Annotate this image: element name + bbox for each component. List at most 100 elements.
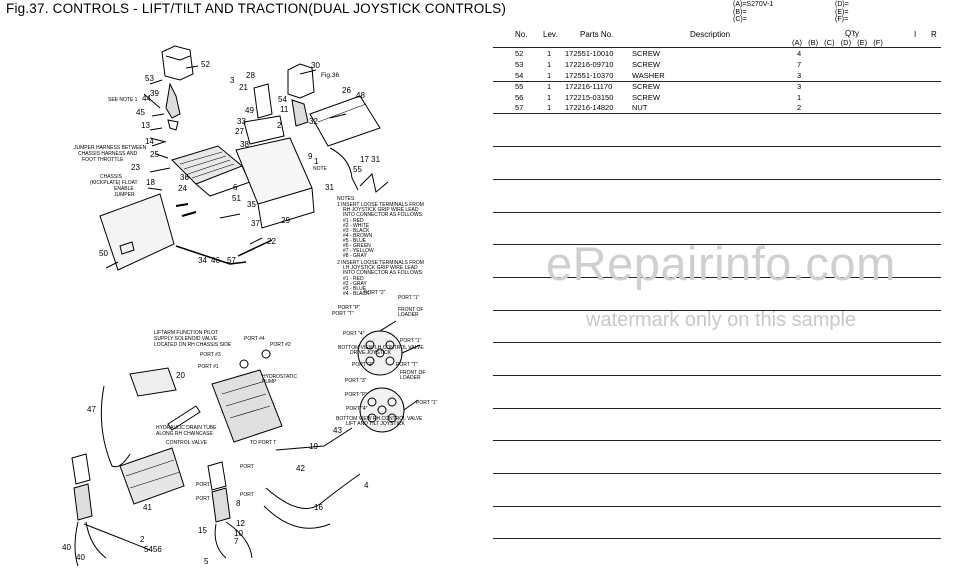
callout: 51: [232, 194, 241, 203]
row-lev: 1: [547, 49, 552, 58]
row-no: 52: [515, 49, 524, 58]
watermark-subtext: watermark only on this sample: [586, 309, 857, 331]
callout: 23: [131, 163, 140, 172]
col-header-r: R: [931, 30, 937, 39]
lh-port-label: PORT "2": [364, 290, 386, 296]
label-control-valve: CONTROL VALVE: [166, 440, 208, 446]
label-front-loader-2: LOADER: [398, 312, 419, 318]
row-description: SCREW: [632, 49, 660, 58]
note-line: RH JOYSTICK GRIP WIRE LEAD: [343, 207, 419, 213]
table-rule: [493, 179, 941, 180]
callout: 9: [308, 152, 313, 161]
callout: 20: [176, 371, 185, 380]
callout: 28: [246, 71, 255, 80]
note-line: 2 INSERT LOOSE TERMINALS FROM: [337, 260, 424, 266]
row-description: SCREW: [632, 93, 660, 102]
col-header-no: No.: [515, 30, 528, 39]
callout: 53: [145, 74, 154, 83]
callout: 32: [309, 117, 318, 126]
row-qty: 4: [797, 49, 802, 58]
table-rule: [493, 342, 941, 343]
row-lev: 1: [547, 60, 552, 69]
note-line: #4 - BLACK: [343, 291, 370, 297]
watermark-text: eRepairinfo.com: [546, 237, 896, 290]
kickplate-shape: [99, 193, 175, 271]
variant-legend-left: (A)=S270V-1 (B)= (C)=: [733, 1, 773, 24]
row-no: 57: [515, 103, 524, 112]
callout: 19: [309, 442, 318, 451]
joy-port-label: PORT: [240, 492, 254, 498]
table-row: 54 1 172551-10370 WASHER 3: [493, 71, 941, 81]
label-see-note: SEE NOTE 1: [108, 97, 138, 103]
callout: 57: [227, 256, 236, 265]
label-jumper-harness-3: FOOT THROTTLE: [82, 157, 124, 163]
callout: 46: [211, 256, 220, 265]
table-rule: [493, 212, 941, 213]
callout: 21: [239, 83, 248, 92]
note-line: #1 - RED: [343, 218, 364, 224]
row-part-no: 172551-10370: [565, 71, 614, 80]
callout: 27: [235, 127, 244, 136]
callout: 4: [364, 481, 369, 490]
lh-port-label: PORT "T": [332, 311, 354, 317]
note-line: NOTES:: [337, 196, 356, 202]
label-bottom-rh-2: LIFT AND TILT JOYSTICK: [346, 421, 405, 427]
table-rule: [493, 440, 941, 441]
callout: 33: [237, 117, 246, 126]
note-line: #4 - BROWN: [343, 233, 373, 239]
col-header-qty: Q'ty: [845, 29, 859, 38]
callout: 10: [234, 529, 243, 538]
callout: 16: [314, 503, 323, 512]
table-rule: [493, 538, 941, 539]
table-row: 52 1 172551-10010 SCREW 4: [493, 49, 941, 59]
row-part-no: 172215-03150: [565, 93, 614, 102]
label-port-2: PORT #2: [270, 342, 291, 348]
label-chassis-2: (KICKPLATE) FLOAT: [90, 180, 138, 186]
callout: 48: [356, 91, 365, 100]
note-line: #2 - GRAY: [343, 281, 367, 287]
label-to-port-t: TO PORT T: [250, 440, 276, 446]
label-note-tag: NOTE: [313, 166, 328, 172]
variant-a: (A)=S270V-1: [733, 1, 774, 8]
callout: 13: [141, 121, 150, 130]
callout: 39: [150, 89, 159, 98]
callout: 3: [230, 76, 235, 85]
callout: 43: [333, 426, 342, 435]
note-line: #7 - YELLOW: [343, 248, 374, 254]
callout: 26: [342, 86, 351, 95]
label-front-loader-1: FRONT OF: [398, 307, 423, 313]
label-chassis-1: CHASSIS: [100, 174, 123, 180]
rh-port-label: PORT "P": [345, 392, 367, 398]
row-lev: 1: [547, 93, 552, 102]
joystick-grip-shape: [161, 45, 194, 81]
callout: 35: [247, 200, 256, 209]
lh-port-label: PORT "P": [338, 305, 360, 311]
row-no: 56: [515, 93, 524, 102]
callout: 6: [233, 183, 238, 192]
callout: 52: [201, 60, 210, 69]
callout: 18: [146, 178, 155, 187]
variant-d: (D)=: [835, 1, 849, 8]
table-rule: [493, 473, 941, 474]
row-description: NUT: [632, 103, 648, 112]
diagram-labels: Fig.36 SEE NOTE 1 JUMPER HARNESS BETWEEN…: [74, 72, 438, 502]
row-qty: 1: [797, 93, 802, 102]
row-qty: 2: [797, 103, 802, 112]
variant-e: (E)=: [835, 8, 849, 16]
callout: 44: [142, 94, 151, 103]
callout: 36: [180, 173, 189, 182]
col-header-qty-variants: (A) (B) (C) (D) (E) (F): [792, 38, 883, 47]
table-rule: [493, 277, 941, 278]
callout: 15: [198, 526, 207, 535]
callout: 55: [353, 165, 362, 174]
table-rule: [493, 310, 941, 311]
row-description: WASHER: [632, 71, 665, 80]
table-row: 56 1 172215-03150 SCREW 1: [493, 93, 941, 103]
exploded-parts-diagram: 52 53 39 44 45 13 14 25 23 18 36 24 6 51…: [62, 45, 438, 567]
control-valve-shape: [119, 447, 185, 505]
rh-port-label: PORT "1": [416, 400, 438, 406]
callout: 12: [236, 519, 245, 528]
row-part-no: 172216-11170: [565, 82, 613, 91]
note-line: #3 - BLUE: [343, 286, 367, 292]
note-line: 1 INSERT LOOSE TERMINALS FROM: [337, 202, 424, 208]
